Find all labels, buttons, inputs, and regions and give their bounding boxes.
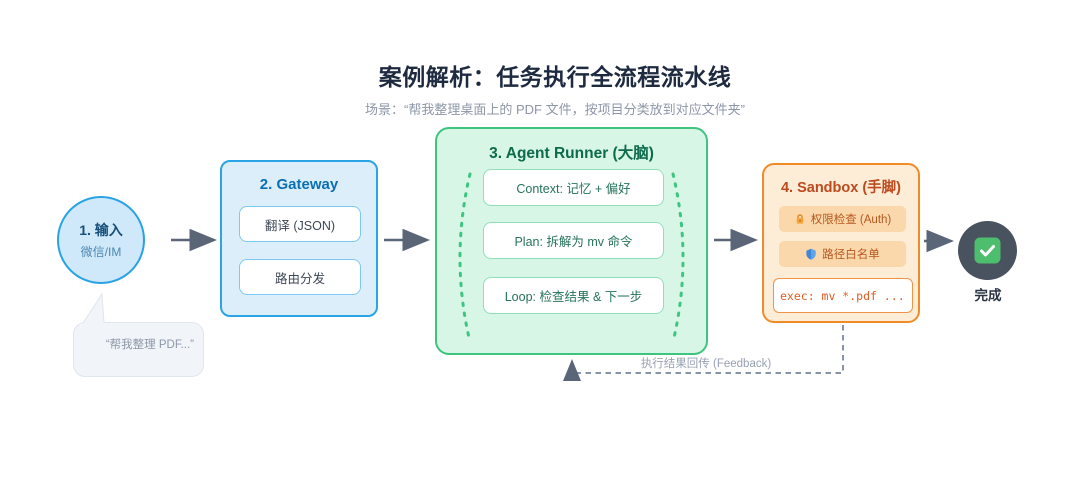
agent-step-context: Context: 记忆 + 偏好 [483,169,664,206]
header: 案例解析：任务执行全流程流水线 场景：“帮我整理桌面上的 PDF 文件，按项目分… [30,58,1080,118]
node-input: 1. 输入 微信/IM [57,196,145,284]
sandbox-exec-command: exec: mv *.pdf ... [773,278,913,313]
gateway-step-translate: 翻译 (JSON) [239,206,361,242]
speech-bubble: “帮我整理 PDF...” [73,322,204,377]
page-title: 案例解析：任务执行全流程流水线 [378,64,732,90]
speech-bubble-text: “帮我整理 PDF...” [105,339,194,351]
sandbox-check-whitelist-label: 路径白名单 [822,249,880,261]
agent-title: 3. Agent Runner (大脑) [489,145,654,162]
lock-icon [796,214,804,224]
sandbox-check-auth-label: 权限检查 (Auth) [810,214,892,226]
page-subtitle: 场景：“帮我整理桌面上的 PDF 文件，按项目分类放到对应文件夹” [365,102,745,117]
agent-step-loop: Loop: 检查结果 & 下一步 [483,277,664,314]
shield-icon [806,248,816,260]
speech-bubble-tail [82,292,105,324]
node-gateway: 2. Gateway 翻译 (JSON) 路由分发 [220,160,378,317]
input-node-subtitle: 微信/IM [80,245,122,259]
gateway-step-route: 路由分发 [239,259,361,295]
check-icon [974,237,1001,264]
sandbox-check-auth: 权限检查 (Auth) [779,206,906,232]
feedback-label: 执行结果回传 (Feedback) [640,358,772,370]
node-done [958,221,1017,280]
node-agent-runner: 3. Agent Runner (大脑) Context: 记忆 + 偏好 Pl… [435,127,708,355]
agent-step-plan: Plan: 拆解为 mv 命令 [483,222,664,259]
sandbox-title: 4. Sandbox (手脚) [780,180,902,196]
sandbox-check-whitelist: 路径白名单 [779,241,906,267]
node-sandbox: 4. Sandbox (手脚) 权限检查 (Auth) 路径白名单 exec: … [762,163,920,323]
gateway-title: 2. Gateway [259,176,339,193]
input-node-title: 1. 输入 [79,222,123,238]
done-label: 完成 [974,288,1002,303]
